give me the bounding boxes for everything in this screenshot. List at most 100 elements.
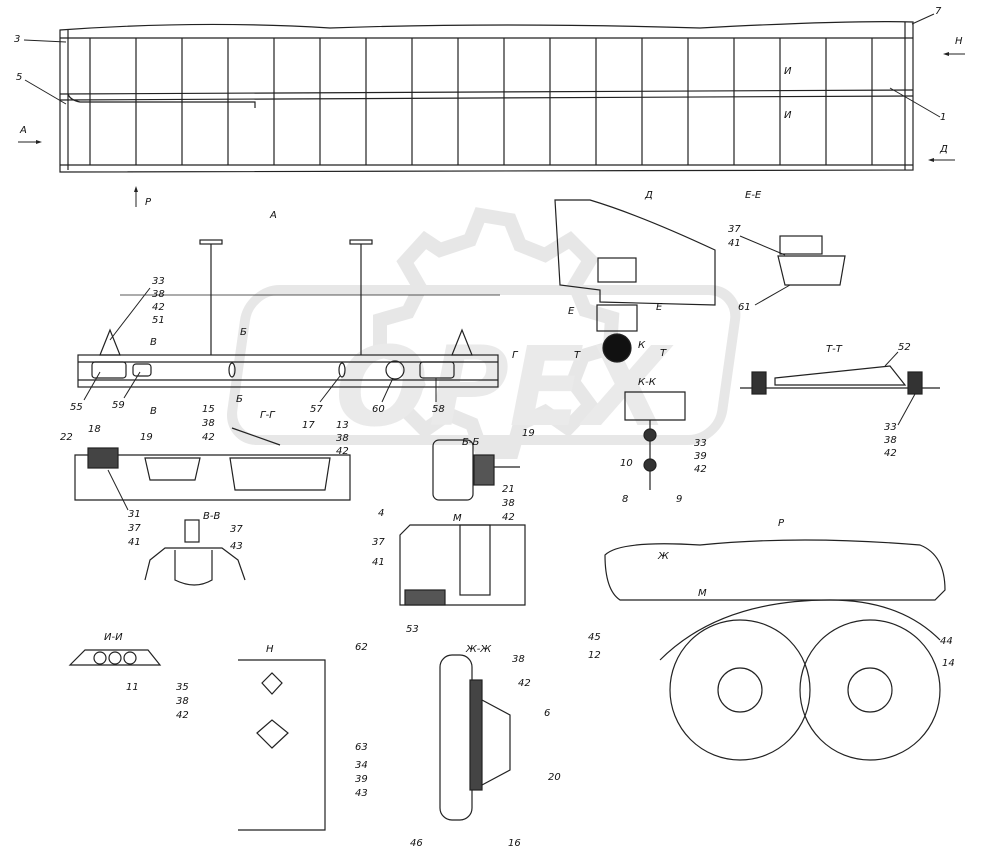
arrow-label-d: Д: [939, 144, 948, 155]
callout-58: 58: [432, 404, 445, 415]
view-bb-labels: Б-Б 19 21 38 42: [462, 428, 535, 523]
callout-13: 13: [336, 420, 349, 431]
callout-38-ii: 38: [176, 696, 189, 707]
callout-37-m: 37: [372, 537, 385, 548]
callout-53: 53: [406, 624, 419, 635]
callout-42-kk: 42: [694, 464, 707, 475]
callout-62: 62: [355, 642, 368, 653]
callout-6: 6: [544, 708, 550, 719]
view-d-title: Д: [644, 190, 653, 201]
view-kk-labels: К-К 33 39 42 10 8 9 К: [620, 340, 707, 505]
view-kk-title: К-К: [638, 377, 657, 388]
section-g: Г: [512, 350, 519, 361]
callout-16: 16: [508, 838, 521, 849]
callout-5: 5: [16, 72, 22, 83]
watermark: OPEX: [227, 207, 741, 459]
callout-43-vv: 43: [230, 541, 243, 552]
section-e-right: Е: [656, 302, 663, 313]
callout-41-m: 41: [372, 557, 385, 568]
view-a: [77, 239, 500, 388]
callout-60: 60: [372, 404, 385, 415]
top-callouts: 3 5 7 1 Н А Д Р И И: [14, 6, 965, 208]
arrow-label-p: Р: [145, 197, 152, 208]
callout-34: 34: [355, 760, 368, 771]
view-zhzh: [439, 654, 511, 821]
section-b-bottom: Б: [236, 394, 243, 405]
view-kk: [624, 391, 686, 490]
view-n-title: Н: [266, 644, 274, 655]
callout-42-tt: 42: [884, 448, 897, 459]
callout-41-d: 41: [728, 238, 741, 249]
callout-18: 18: [88, 424, 101, 435]
callout-33: 33: [152, 276, 165, 287]
callout-41-gg: 41: [128, 537, 141, 548]
callout-10: 10: [620, 458, 633, 469]
callout-43-n: 43: [355, 788, 368, 799]
callout-8: 8: [622, 494, 628, 505]
trailer-top-view: [59, 21, 914, 173]
view-tt: [740, 365, 940, 395]
callout-42-zh: 42: [518, 678, 531, 689]
callout-38-tt: 38: [884, 435, 897, 446]
view-a-title: А: [269, 210, 277, 221]
view-zhzh-title: Ж-Ж: [465, 644, 492, 655]
callout-3: 3: [14, 34, 20, 45]
callout-19-bb: 19: [522, 428, 535, 439]
callout-21: 21: [502, 484, 515, 495]
view-n-labels: Н 62 63 34 39 43: [266, 642, 368, 799]
callout-38: 38: [152, 289, 165, 300]
callout-33-kk: 33: [694, 438, 707, 449]
callout-22: 22: [60, 432, 73, 443]
view-ii-title: И-И: [104, 632, 123, 643]
callout-59: 59: [112, 400, 125, 411]
callout-42-gg2: 42: [336, 446, 349, 457]
callout-17: 17: [302, 420, 315, 431]
callout-57: 57: [310, 404, 323, 415]
section-b-top: Б: [240, 327, 247, 338]
callout-15: 15: [202, 404, 215, 415]
callout-35: 35: [176, 682, 189, 693]
section-v-bottom: В: [150, 406, 157, 417]
callout-61: 61: [738, 302, 751, 313]
section-e-left: Е: [568, 306, 575, 317]
callout-31: 31: [128, 509, 141, 520]
view-vv-title: В-В: [203, 511, 220, 522]
callout-20: 20: [548, 772, 561, 783]
callout-45: 45: [588, 632, 601, 643]
view-m: [399, 524, 526, 606]
frame-uprights: [89, 38, 873, 165]
callout-46: 46: [410, 838, 423, 849]
view-ee-labels: Е-Е 37 41 61: [728, 190, 791, 313]
callout-51: 51: [152, 315, 165, 326]
callout-33-tt: 33: [884, 422, 897, 433]
view-m-title: М: [453, 513, 462, 524]
callout-39-kk: 39: [694, 451, 707, 462]
callout-38-zh: 38: [512, 654, 525, 665]
view-vv: [144, 519, 246, 586]
view-bb: [432, 439, 520, 501]
section-i-bottom: И: [784, 110, 792, 121]
callout-9: 9: [676, 494, 682, 505]
view-n: [238, 659, 326, 831]
view-vv-labels: В-В 37 43: [203, 511, 243, 552]
section-k: К: [638, 340, 646, 351]
callout-37-gg: 37: [128, 523, 141, 534]
view-d-labels: Д Е Е Т Т: [568, 190, 667, 361]
callout-14: 14: [942, 658, 955, 669]
view-gg-labels: Г-Г 22 18 19 15 38 42 17 13 38 42 31 37 …: [60, 404, 349, 548]
view-bb-title: Б-Б: [462, 437, 479, 448]
callout-7: 7: [935, 6, 942, 17]
section-m: М: [698, 588, 707, 599]
section-t-left: Т: [574, 350, 581, 361]
callout-11: 11: [126, 682, 139, 693]
section-t-right: Т: [660, 348, 667, 359]
view-r-title: Р: [778, 518, 785, 529]
view-m-labels: М 4 37 41 53: [372, 508, 462, 635]
callout-42: 42: [152, 302, 165, 313]
callout-39-n: 39: [355, 774, 368, 785]
callout-12: 12: [588, 650, 601, 661]
callout-42-gg: 42: [202, 432, 215, 443]
view-zhzh-labels: Ж-Ж 38 42 6 20 46 16: [410, 644, 561, 849]
view-gg: [74, 427, 351, 501]
